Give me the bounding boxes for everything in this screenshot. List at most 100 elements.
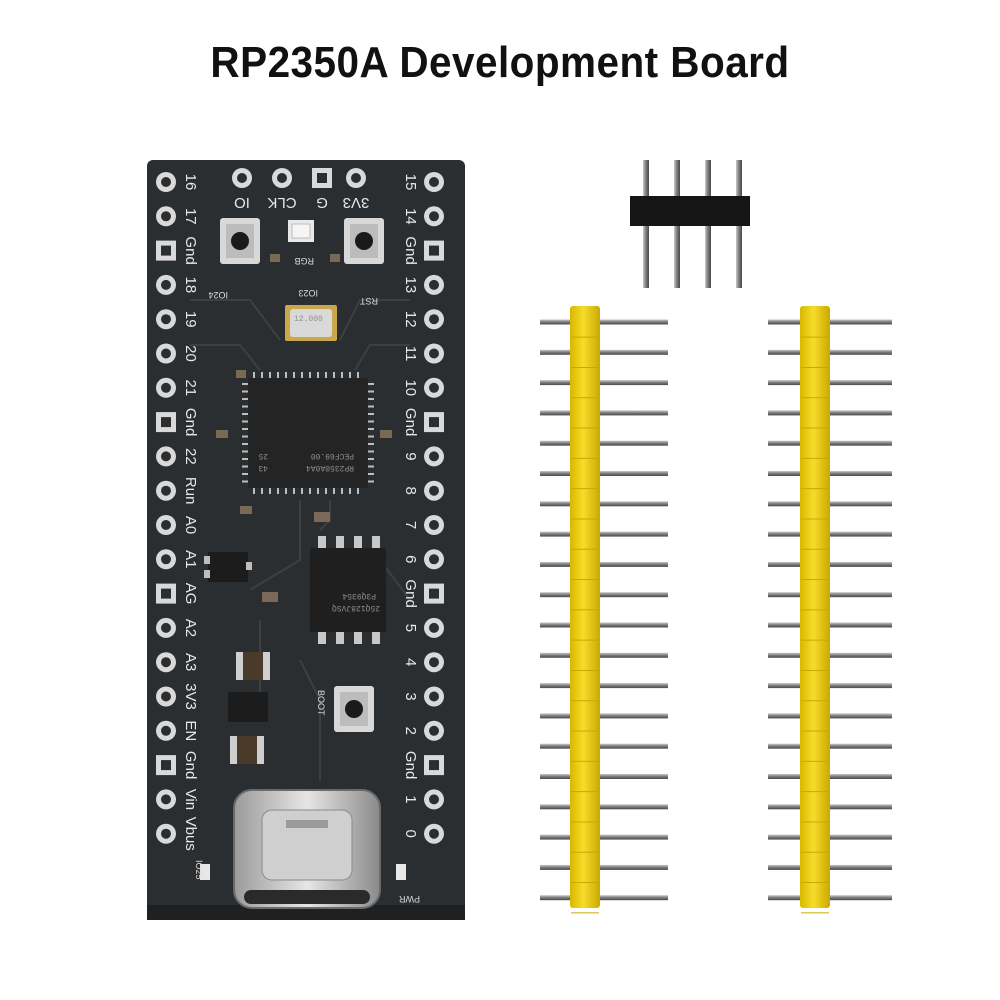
label-io23: IO23 xyxy=(298,288,318,298)
left-pad-5[interactable] xyxy=(156,343,176,364)
right-pin-label: 6 xyxy=(402,555,419,563)
right-pad-3[interactable] xyxy=(424,274,444,295)
left-pad-10[interactable] xyxy=(156,515,176,535)
left-pin-label: Vin xyxy=(182,789,199,810)
boot-button[interactable] xyxy=(334,686,374,732)
right-pin-label: 15 xyxy=(402,174,419,191)
right-pad-2[interactable] xyxy=(424,240,444,261)
long-header-pin xyxy=(540,864,668,870)
label-pwr: PWR xyxy=(399,894,420,904)
short-header-pin xyxy=(643,160,649,288)
left-pin-label: 20 xyxy=(182,345,199,362)
long-header-pin xyxy=(540,380,668,386)
flash-marking-1: 25Q128JVSQ xyxy=(332,603,380,612)
long-header-pin xyxy=(540,440,668,446)
short-header-pin xyxy=(736,160,742,288)
right-pad-15[interactable] xyxy=(424,686,444,707)
left-pad-11[interactable] xyxy=(156,549,176,570)
long-header-pin xyxy=(540,895,668,901)
long-header-pin xyxy=(540,804,668,810)
right-pad-18[interactable] xyxy=(424,789,444,810)
chip-marking-1: RP2350A0A4 xyxy=(306,463,354,472)
long-header-left xyxy=(540,306,668,914)
left-pad-9[interactable] xyxy=(156,480,176,501)
usb-c-connector[interactable] xyxy=(233,789,381,909)
dev-board: 1617Gnd18192021Gnd22RunA0A1AGA2A33V3ENGn… xyxy=(147,160,465,920)
chip-marking-3: 43 xyxy=(258,463,268,472)
crystal: 12.000 xyxy=(285,305,337,341)
left-pad-8[interactable] xyxy=(156,446,176,467)
pcb xyxy=(147,160,465,920)
left-pad-0[interactable] xyxy=(156,172,176,192)
short-header-body xyxy=(630,196,750,226)
chip-marking-2: PECF69.00 xyxy=(311,451,354,460)
flash-chip: 25Q128JVSQ P3Q9354 xyxy=(310,536,386,644)
crystal-marking: 12.000 xyxy=(294,315,323,324)
right-pad-17[interactable] xyxy=(424,755,444,776)
long-header-body xyxy=(800,306,830,908)
long-header-body xyxy=(570,306,600,908)
left-pad-15[interactable] xyxy=(156,686,176,707)
left-pad-13[interactable] xyxy=(156,617,176,638)
long-header-pin xyxy=(540,743,668,749)
left-pin-column: 1617Gnd18192021Gnd22RunA0A1AGA2A33V3ENGn… xyxy=(156,172,199,851)
left-pad-3[interactable] xyxy=(156,274,176,295)
right-pad-14[interactable] xyxy=(424,652,444,673)
top-pad-1[interactable] xyxy=(272,168,292,188)
top-pin-label: CLK xyxy=(267,194,296,211)
right-pad-6[interactable] xyxy=(424,377,444,398)
right-pin-label: Gnd xyxy=(402,751,419,779)
right-pad-10[interactable] xyxy=(424,515,444,535)
right-pad-0[interactable] xyxy=(424,172,444,192)
left-pad-1[interactable] xyxy=(156,206,176,227)
right-pad-12[interactable] xyxy=(424,583,444,604)
left-pad-18[interactable] xyxy=(156,789,176,810)
left-pad-17[interactable] xyxy=(156,755,176,776)
long-header-pin xyxy=(540,501,668,507)
left-pad-6[interactable] xyxy=(156,377,176,398)
right-pad-11[interactable] xyxy=(424,549,444,570)
long-header-pin xyxy=(540,683,668,689)
left-pad-2[interactable] xyxy=(156,240,176,261)
right-pin-label: Gnd xyxy=(402,579,419,607)
right-pad-16[interactable] xyxy=(424,720,444,741)
top-pad-3[interactable] xyxy=(346,168,366,188)
rst-button[interactable] xyxy=(344,218,384,264)
left-pin-label: Run xyxy=(182,477,199,505)
left-pin-label: 18 xyxy=(182,277,199,294)
short-4pin-header xyxy=(630,160,750,288)
left-pad-19[interactable] xyxy=(156,823,176,844)
long-header-pin xyxy=(540,834,668,840)
right-pad-13[interactable] xyxy=(424,617,444,638)
right-pin-label: 13 xyxy=(402,277,419,294)
pwr-led xyxy=(396,864,406,880)
left-pin-label: Gnd xyxy=(182,751,199,779)
left-pad-4[interactable] xyxy=(156,309,176,330)
long-header-pin xyxy=(540,592,668,598)
io24-button[interactable] xyxy=(220,218,260,264)
right-pad-5[interactable] xyxy=(424,343,444,364)
rp2350-chip: RP2350A0A4 43 PECF69.00 25 xyxy=(242,372,374,494)
right-pad-9[interactable] xyxy=(424,480,444,501)
left-pad-14[interactable] xyxy=(156,652,176,673)
right-pad-4[interactable] xyxy=(424,309,444,330)
left-pad-7[interactable] xyxy=(156,412,176,433)
top-pin-label: G xyxy=(316,194,328,211)
short-header-pin xyxy=(705,160,711,288)
top-pad-2[interactable] xyxy=(312,168,332,188)
right-pad-1[interactable] xyxy=(424,206,444,227)
long-header-pin xyxy=(540,471,668,476)
left-pad-16[interactable] xyxy=(156,720,176,741)
left-pad-12[interactable] xyxy=(156,583,176,604)
right-pad-19[interactable] xyxy=(424,823,444,844)
right-pad-8[interactable] xyxy=(424,446,444,467)
right-pad-7[interactable] xyxy=(424,412,444,433)
left-pin-label: 22 xyxy=(182,448,199,465)
right-pin-label: 3 xyxy=(402,692,419,700)
right-pin-label: 9 xyxy=(402,452,419,460)
left-pin-label: AG xyxy=(182,583,199,605)
label-rgb: RGB xyxy=(294,256,314,266)
top-pad-0[interactable] xyxy=(232,168,252,188)
